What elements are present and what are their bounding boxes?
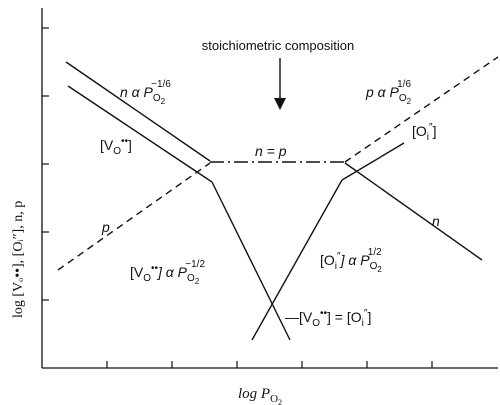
stoich-label: stoichiometric composition — [202, 38, 354, 53]
p-curve-right — [344, 56, 499, 163]
n-curve-right — [344, 162, 483, 261]
label-oi-plus12: [Oi″] α PO21/2 — [320, 247, 382, 274]
label-p: p — [101, 219, 110, 235]
label-vo: [VO••] — [100, 136, 132, 157]
label-vo-minus12: [VO••] α PO2−1/2 — [130, 259, 205, 286]
label-n-minus16: n α PO2−1/6 — [120, 79, 171, 106]
label-n: n — [432, 213, 440, 229]
n-curve-left — [65, 61, 211, 162]
oi-curve-steep — [251, 179, 343, 341]
axes-frame — [41, 8, 498, 369]
vo-curve-steep — [211, 181, 291, 341]
label-vo-eq-oi: —[VO••] = [Oi″] — [285, 308, 371, 329]
x-axis-label: log PO2 — [238, 386, 282, 405]
oi-curve-right — [341, 142, 405, 181]
y-ticks — [42, 27, 49, 301]
label-n-eq-p: n = p — [255, 143, 287, 159]
stoich-arrow — [274, 58, 286, 110]
label-p-plus16: p α PO21/6 — [365, 79, 412, 106]
vo-curve-left — [67, 85, 213, 183]
x-ticks — [106, 361, 433, 368]
y-axis-label: log [Vₒ••], [Oᵢ″], n, p — [11, 201, 26, 318]
p-curve-left — [57, 162, 211, 271]
label-oi: [Oi″] — [412, 122, 436, 143]
